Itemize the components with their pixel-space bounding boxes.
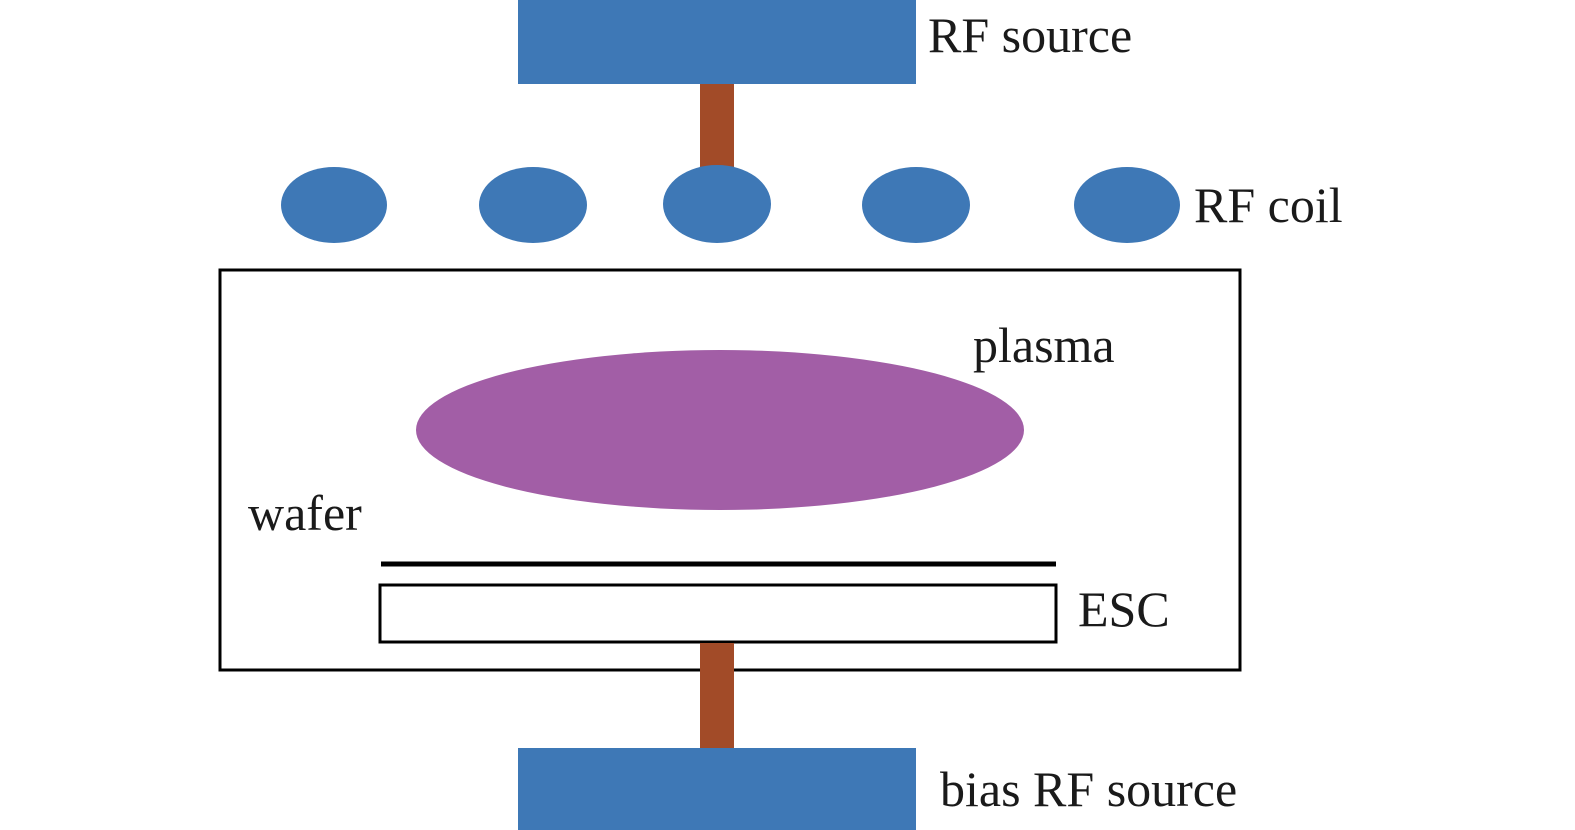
rf-coil-label: RF coil [1194, 177, 1343, 233]
plasma-region [416, 350, 1024, 510]
plasma-label: plasma [973, 317, 1115, 373]
bias-rf-source-block [518, 748, 916, 830]
coil-turn [479, 167, 587, 243]
bias-rf-source-label: bias RF source [940, 761, 1237, 817]
esc-label: ESC [1078, 581, 1170, 637]
coil-turn [281, 167, 387, 243]
coil-turn [862, 167, 970, 243]
rf-source-block [518, 0, 916, 84]
esc-chuck [378, 583, 1058, 644]
rf-source-label: RF source [928, 7, 1132, 63]
coil-turn [663, 165, 771, 243]
wafer-label: wafer [248, 485, 362, 541]
coil-turn [1074, 167, 1180, 243]
bias-rf-connector [700, 643, 734, 748]
rf-coil [281, 165, 1180, 243]
rf-source-connector [700, 84, 734, 172]
